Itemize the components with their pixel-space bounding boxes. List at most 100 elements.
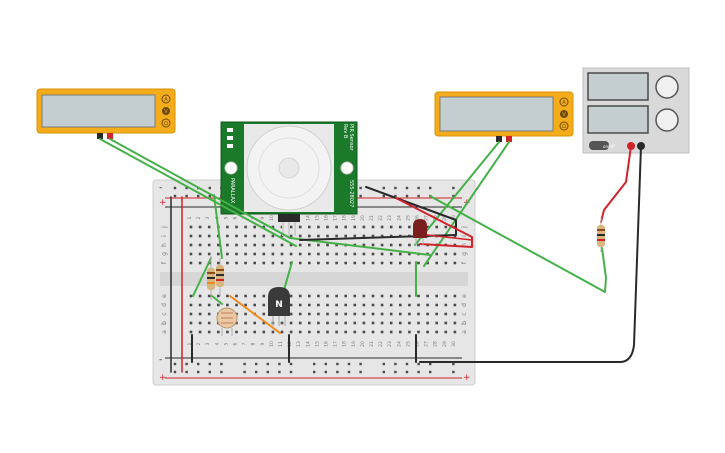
rail-hole[interactable] xyxy=(382,370,385,374)
breadboard-hole[interactable] xyxy=(371,321,375,325)
rail-hole[interactable] xyxy=(278,370,281,374)
multimeter-left-jack-v[interactable] xyxy=(162,107,170,115)
breadboard-hole[interactable] xyxy=(317,330,320,334)
wire-psu-red[interactable] xyxy=(600,145,632,223)
breadboard-hole[interactable] xyxy=(289,312,293,316)
breadboard-hole[interactable] xyxy=(189,330,193,334)
breadboard-hole[interactable] xyxy=(308,303,311,307)
breadboard-hole[interactable] xyxy=(389,303,393,307)
multimeter-left-jack-ohm[interactable] xyxy=(161,118,171,128)
rail-hole[interactable] xyxy=(243,370,246,374)
rail-hole[interactable] xyxy=(405,370,409,374)
breadboard-hole[interactable] xyxy=(417,330,420,334)
breadboard-hole[interactable] xyxy=(189,243,193,247)
breadboard-hole[interactable] xyxy=(271,330,275,334)
rail-hole[interactable] xyxy=(173,362,177,366)
led[interactable] xyxy=(413,219,427,246)
breadboard-hole[interactable] xyxy=(253,321,256,325)
wire-green-to-resistor[interactable] xyxy=(429,195,607,293)
breadboard-hole[interactable] xyxy=(426,303,429,307)
breadboard-hole[interactable] xyxy=(435,312,438,316)
wire-red-board[interactable] xyxy=(395,197,473,248)
breadboard-hole[interactable] xyxy=(389,321,393,325)
rail-hole[interactable] xyxy=(173,194,177,198)
transistor[interactable]: N xyxy=(268,287,290,326)
breadboard-hole[interactable] xyxy=(298,294,302,298)
breadboard-hole[interactable] xyxy=(380,234,384,238)
breadboard-hole[interactable] xyxy=(226,294,229,298)
rail-hole[interactable] xyxy=(452,186,455,190)
rail-hole[interactable] xyxy=(313,370,316,374)
breadboard-hole[interactable] xyxy=(253,294,256,298)
power-supply-current-knob[interactable] xyxy=(655,108,679,132)
rail-hole[interactable] xyxy=(417,194,420,198)
breadboard-hole[interactable] xyxy=(244,225,247,229)
breadboard-hole[interactable] xyxy=(317,243,320,247)
breadboard-hole[interactable] xyxy=(298,234,302,238)
breadboard-hole[interactable] xyxy=(426,321,429,325)
breadboard-hole[interactable] xyxy=(235,330,238,334)
breadboard-hole[interactable] xyxy=(417,321,420,325)
rail-hole[interactable] xyxy=(208,362,211,366)
breadboard-hole[interactable] xyxy=(444,321,448,325)
rail-hole[interactable] xyxy=(220,362,223,366)
rail-hole[interactable] xyxy=(382,186,385,190)
breadboard-hole[interactable] xyxy=(317,261,320,265)
breadboard-hole[interactable] xyxy=(335,234,338,238)
multimeter-right-probe-black[interactable] xyxy=(496,136,502,142)
breadboard-hole[interactable] xyxy=(317,294,320,298)
breadboard-hole[interactable] xyxy=(217,303,220,307)
power-supply-power-button[interactable] xyxy=(589,141,609,150)
breadboard-hole[interactable] xyxy=(435,261,438,265)
breadboard-hole[interactable] xyxy=(344,312,347,316)
multimeter-right-jack-a[interactable] xyxy=(559,97,569,107)
breadboard-hole[interactable] xyxy=(435,303,438,307)
breadboard-hole[interactable] xyxy=(308,330,311,334)
breadboard-hole[interactable] xyxy=(389,330,393,334)
photoresistor[interactable] xyxy=(216,307,238,336)
rail-hole[interactable] xyxy=(336,362,339,366)
wire-green-short-1[interactable] xyxy=(192,257,212,297)
resistor-2[interactable] xyxy=(216,258,224,296)
rail-hole[interactable] xyxy=(405,186,409,190)
breadboard-hole[interactable] xyxy=(308,294,311,298)
wire-orange[interactable] xyxy=(229,295,281,334)
breadboard-hole[interactable] xyxy=(280,252,284,256)
breadboard-hole[interactable] xyxy=(207,303,211,307)
breadboard-hole[interactable] xyxy=(444,261,448,265)
breadboard-hole[interactable] xyxy=(417,303,420,307)
breadboard-hole[interactable] xyxy=(253,252,256,256)
breadboard-hole[interactable] xyxy=(380,312,384,316)
breadboard-hole[interactable] xyxy=(244,294,247,298)
breadboard-hole[interactable] xyxy=(262,312,266,316)
breadboard-hole[interactable] xyxy=(189,252,193,256)
breadboard-hole[interactable] xyxy=(371,234,375,238)
rail-hole[interactable] xyxy=(313,362,316,366)
breadboard-hole[interactable] xyxy=(207,225,211,229)
breadboard-hole[interactable] xyxy=(399,312,402,316)
breadboard-hole[interactable] xyxy=(308,321,311,325)
breadboard-hole[interactable] xyxy=(380,330,384,334)
rail-hole[interactable] xyxy=(266,370,269,374)
breadboard-hole[interactable] xyxy=(262,261,266,265)
rail-hole[interactable] xyxy=(289,370,293,374)
breadboard-hole[interactable] xyxy=(408,330,411,334)
breadboard-hole[interactable] xyxy=(289,330,293,334)
breadboard-hole[interactable] xyxy=(235,243,238,247)
breadboard-hole[interactable] xyxy=(226,261,229,265)
rail-hole[interactable] xyxy=(208,186,211,190)
multimeter-left[interactable]: A V Ω xyxy=(36,88,176,139)
breadboard-hole[interactable] xyxy=(380,303,384,307)
breadboard-hole[interactable] xyxy=(189,294,193,298)
breadboard-hole[interactable] xyxy=(399,261,402,265)
breadboard-hole[interactable] xyxy=(271,261,275,265)
wire-green-short-4[interactable] xyxy=(213,194,223,259)
breadboard-hole[interactable] xyxy=(453,252,457,256)
breadboard-hole[interactable] xyxy=(207,330,211,334)
breadboard-hole[interactable] xyxy=(298,312,302,316)
breadboard-hole[interactable] xyxy=(253,330,256,334)
rail-hole[interactable] xyxy=(429,370,432,374)
rail-hole[interactable] xyxy=(243,362,246,366)
breadboard-hole[interactable] xyxy=(326,252,329,256)
breadboard-hole[interactable] xyxy=(280,261,284,265)
